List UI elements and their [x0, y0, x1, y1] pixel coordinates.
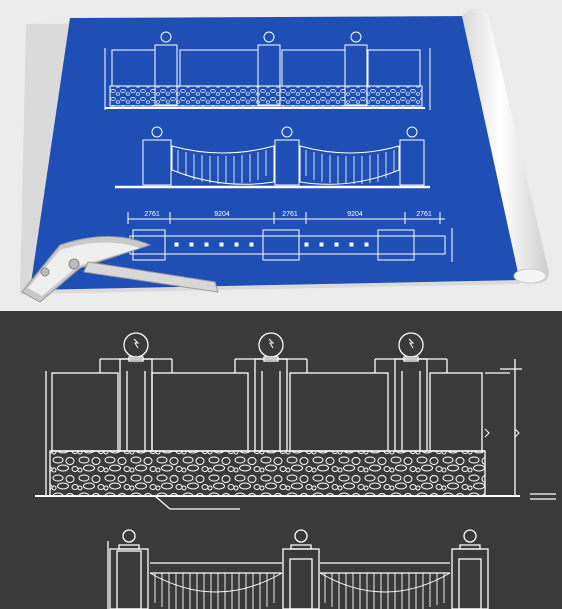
wall-elevation-detail: [35, 332, 556, 510]
protractor-tool: [21, 236, 219, 303]
cad-detail-view: [0, 311, 562, 609]
paper-roll: [462, 8, 549, 284]
dimension-label: 9204: [347, 211, 363, 218]
dimension-label: 2761: [144, 211, 160, 218]
blueprint-photo: 2761 9204 2761 9204 2761: [20, 8, 549, 303]
dimension-label: 2761: [416, 211, 432, 218]
gate-elevation-detail: [107, 529, 489, 609]
dimension-row: 2761 9204 2761 9204 2761: [127, 211, 445, 224]
top-gate-elevation: [115, 126, 430, 189]
dimension-label: 9204: [214, 211, 230, 218]
dimension-label: 2761: [282, 211, 298, 218]
top-wall-elevation: [104, 31, 431, 110]
